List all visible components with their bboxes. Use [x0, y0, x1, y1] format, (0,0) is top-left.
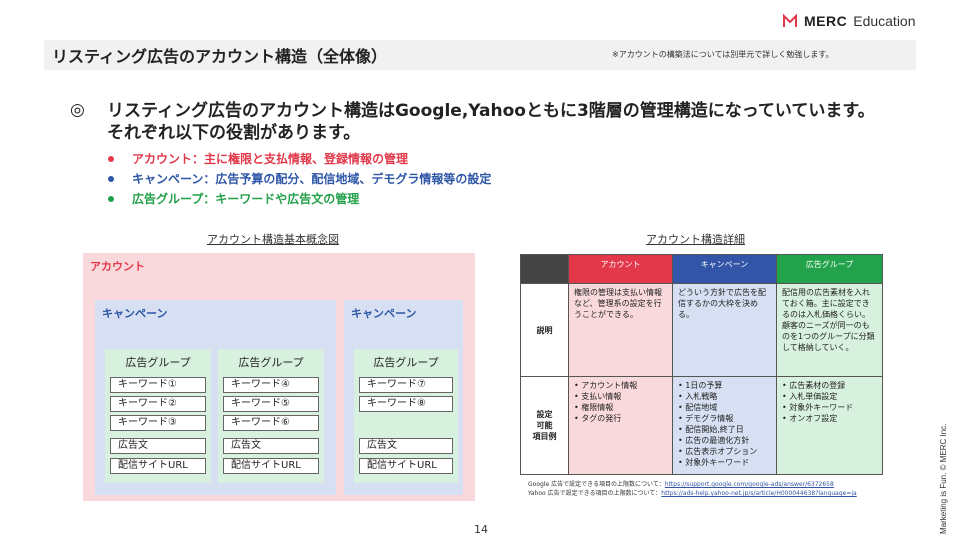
list-item: アカウント情報 — [574, 380, 667, 391]
diagram-caption: アカウント構造基本概念図 — [207, 233, 339, 246]
url-box: 配信サイトURL — [223, 458, 319, 474]
list-item: 対象外キーワード — [678, 457, 771, 468]
list-item: 広告素材の登録 — [782, 380, 877, 391]
keyword-box: キーワード③ — [110, 415, 206, 431]
list-item: 入札単価設定 — [782, 391, 877, 402]
keyword-box: キーワード① — [110, 377, 206, 393]
list-item: 広告の最適化方針 — [678, 435, 771, 446]
merc-logo-icon — [783, 13, 797, 27]
structure-detail-table: アカウント キャンペーン 広告グループ 説明 権限の管理は支払い情報など、管理系… — [520, 254, 883, 475]
adgroup-label: 広告グループ — [373, 356, 439, 369]
table-header-cell: キャンペーン — [672, 254, 777, 284]
list-item: タグの発行 — [574, 413, 667, 424]
list-item: 対象外キーワード — [782, 402, 877, 413]
table-header-cell: 広告グループ — [776, 254, 883, 284]
keyword-box: キーワード⑥ — [223, 415, 319, 431]
list-item: 権限情報 — [574, 402, 667, 413]
role-campaign: キャンペーン：広告予算の配分、配信地域、デモグラ情報等の設定 — [108, 170, 491, 187]
url-box: 配信サイトURL — [359, 458, 453, 474]
google-source-link[interactable]: https://support.google.com/google-ads/an… — [664, 481, 834, 488]
page-title: リスティング広告のアカウント構造（全体像） — [52, 47, 388, 66]
title-bar: リスティング広告のアカウント構造（全体像） ※アカウントの構築法については別単元… — [44, 40, 916, 70]
role-text: アカウント：主に権限と支払情報、登録情報の管理 — [132, 152, 409, 166]
table-cell: 権限の管理は支払い情報など、管理系の設定を行うことができる。 — [568, 283, 673, 377]
table-row: 説明 権限の管理は支払い情報など、管理系の設定を行うことができる。 どういう方針… — [520, 283, 883, 377]
main-statement: リスティング広告のアカウント構造はGoogle,Yahooともに3階層の管理構造… — [107, 101, 875, 143]
role-text: キャンペーン：広告予算の配分、配信地域、デモグラ情報等の設定 — [132, 172, 492, 186]
adgroup-label: 広告グループ — [238, 356, 304, 369]
source-note-google: Google 広告で設定できる項目の上限数について：https://suppor… — [528, 479, 834, 488]
list-item: 支払い情報 — [574, 391, 667, 402]
ad-text-box: 広告文 — [223, 438, 319, 454]
brand-sub: Education — [853, 13, 916, 29]
bullet-dot — [108, 155, 114, 162]
table-cell: どういう方針で広告を配信するかの大枠を決める。 — [672, 283, 777, 377]
bullet-dot — [108, 175, 114, 182]
role-adgroup: 広告グループ：キーワードや広告文の管理 — [108, 190, 359, 207]
campaign-label: キャンペーン — [102, 307, 168, 320]
row-label: 設定 可能 項目例 — [520, 376, 569, 475]
vertical-copyright: Marketing is Fun. © MERC Inc. — [939, 423, 948, 534]
source-text: Google 広告で設定できる項目の上限数について： — [528, 481, 665, 488]
list-item: デモグラ情報 — [678, 413, 771, 424]
brand-logo: MERC Education — [782, 13, 916, 29]
keyword-box: キーワード④ — [223, 377, 319, 393]
list-item: 配信地域 — [678, 402, 771, 413]
list-item: オンオフ設定 — [782, 413, 877, 424]
adgroup-box: 広告グループ キーワード④ キーワード⑤ キーワード⑥ 広告文 配信サイトURL — [218, 349, 324, 483]
keyword-box: キーワード② — [110, 396, 206, 412]
url-box: 配信サイトURL — [110, 458, 206, 474]
row-label: 説明 — [520, 283, 569, 377]
bullet-mark: ◎ — [70, 100, 85, 120]
bullet-dot — [108, 195, 114, 202]
table-header-row: アカウント キャンペーン 広告グループ — [520, 254, 883, 284]
adgroup-box: 広告グループ キーワード⑦ キーワード⑧ 広告文 配信サイトURL — [354, 349, 458, 483]
table-header-cell — [520, 254, 569, 284]
list-item: 広告表示オプション — [678, 446, 771, 457]
adgroup-label: 広告グループ — [125, 356, 191, 369]
adgroup-box: 広告グループ キーワード① キーワード② キーワード③ 広告文 配信サイトURL — [105, 349, 211, 483]
account-label: アカウント — [90, 260, 145, 273]
source-note-yahoo: Yahoo 広告で設定できる項目の上限数について：https://ads-hel… — [528, 488, 857, 497]
campaign-label: キャンペーン — [351, 307, 417, 320]
table-row: 設定 可能 項目例 アカウント情報 支払い情報 権限情報 タグの発行 1日の予算… — [520, 376, 883, 475]
role-account: アカウント：主に権限と支払情報、登録情報の管理 — [108, 150, 408, 167]
list-item: 配信開始,終了日 — [678, 424, 771, 435]
list-item: 入札戦略 — [678, 391, 771, 402]
keyword-box: キーワード⑤ — [223, 396, 319, 412]
table-cell: 広告素材の登録 入札単価設定 対象外キーワード オンオフ設定 — [776, 376, 883, 475]
source-text: Yahoo 広告で設定できる項目の上限数について： — [528, 490, 662, 497]
list-item: 1日の予算 — [678, 380, 771, 391]
brand-name: MERC — [804, 13, 848, 29]
keyword-box: キーワード⑧ — [359, 396, 453, 412]
table-header-cell: アカウント — [568, 254, 673, 284]
keyword-box: キーワード⑦ — [359, 377, 453, 393]
yahoo-source-link[interactable]: https://ads-help.yahoo-net.jp/s/article/… — [661, 490, 857, 497]
ad-text-box: 広告文 — [359, 438, 453, 454]
title-note: ※アカウントの構築法については別単元で詳しく勉強します。 — [612, 50, 834, 59]
table-cell: 1日の予算 入札戦略 配信地域 デモグラ情報 配信開始,終了日 広告の最適化方針… — [672, 376, 777, 475]
table-cell: 配信用の広告素材を入れておく箱。主に設定できるのは入札価格くらい。顧客のニーズが… — [776, 283, 883, 377]
role-text: 広告グループ：キーワードや広告文の管理 — [132, 192, 360, 206]
page-number: 14 — [474, 523, 488, 536]
table-cell: アカウント情報 支払い情報 権限情報 タグの発行 — [568, 376, 673, 475]
ad-text-box: 広告文 — [110, 438, 206, 454]
table-caption: アカウント構造詳細 — [646, 233, 745, 246]
